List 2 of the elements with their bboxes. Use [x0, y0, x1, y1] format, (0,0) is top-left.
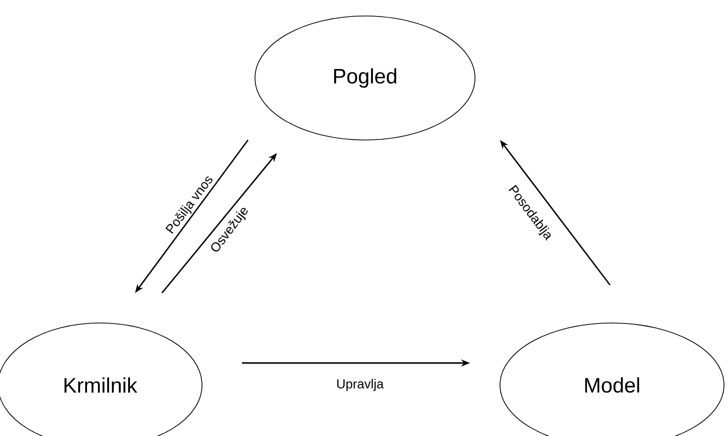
edge-label: Upravlja	[335, 378, 385, 392]
ellipse-node: Pogled	[254, 16, 476, 140]
